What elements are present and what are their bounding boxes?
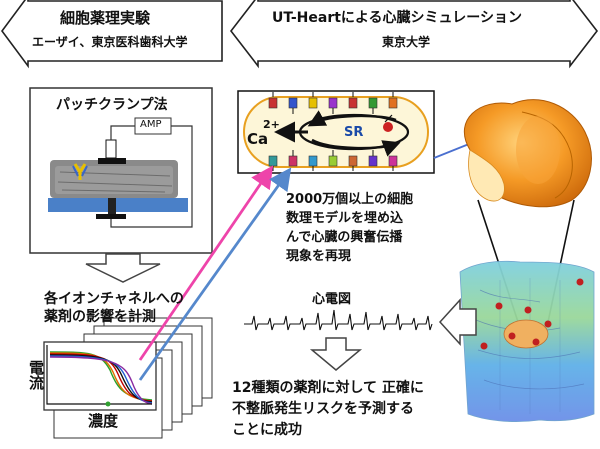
graph-xlabel: 濃度	[88, 412, 119, 430]
down-arrow-result	[309, 337, 363, 371]
simulation-text-line4: 現象を再現	[286, 249, 352, 264]
ion-channel-text-line2: 薬剤の影響を計測	[44, 309, 156, 325]
ca-symbol: Ca	[247, 130, 269, 148]
graph-stack	[43, 317, 213, 439]
amp-label: AMP	[140, 119, 162, 130]
ecg-label: 心電図	[312, 292, 352, 307]
left-arrow-ecg	[438, 298, 477, 346]
torso-model	[459, 260, 595, 422]
result-text-line3: ことに成功	[232, 422, 302, 438]
simulation-text-line2: 数理モデルを埋め込	[286, 211, 404, 226]
blue-arrow	[138, 167, 292, 381]
ecg-trace	[244, 309, 433, 331]
sr-label: SR	[344, 125, 364, 140]
ca-charge: 2+	[263, 118, 280, 131]
patch-clamp-title: パッチクランプ法	[56, 97, 168, 113]
top-channels	[268, 92, 398, 114]
left-banner-arrow	[1, 0, 223, 69]
right-banner-arrow	[229, 0, 599, 69]
right-banner-title: UT-Heartによる心臓シミュレーション	[272, 10, 522, 26]
heart-model	[463, 99, 592, 208]
pink-arrow	[138, 165, 274, 361]
down-arrow-patch	[85, 253, 161, 283]
ion-channel-text-line1: 各イオンチャネルへの	[44, 291, 184, 307]
ca-label: Ca	[247, 130, 268, 148]
simulation-text-line3: んで心臓の興奮伝播	[286, 230, 403, 245]
result-text-line1: 12種類の薬剤に対して 正確に	[232, 380, 424, 396]
simulation-text-line1: 2000万個以上の細胞	[286, 192, 414, 207]
left-banner-subtitle: エーザイ、東京医科歯科大学	[32, 35, 188, 49]
graph-ylabel: 電流	[27, 360, 45, 390]
left-banner-title: 細胞薬理実験	[60, 9, 151, 27]
result-text-line2: 不整脈発生リスクを予測する	[232, 401, 414, 417]
right-banner-subtitle: 東京大学	[382, 35, 431, 49]
